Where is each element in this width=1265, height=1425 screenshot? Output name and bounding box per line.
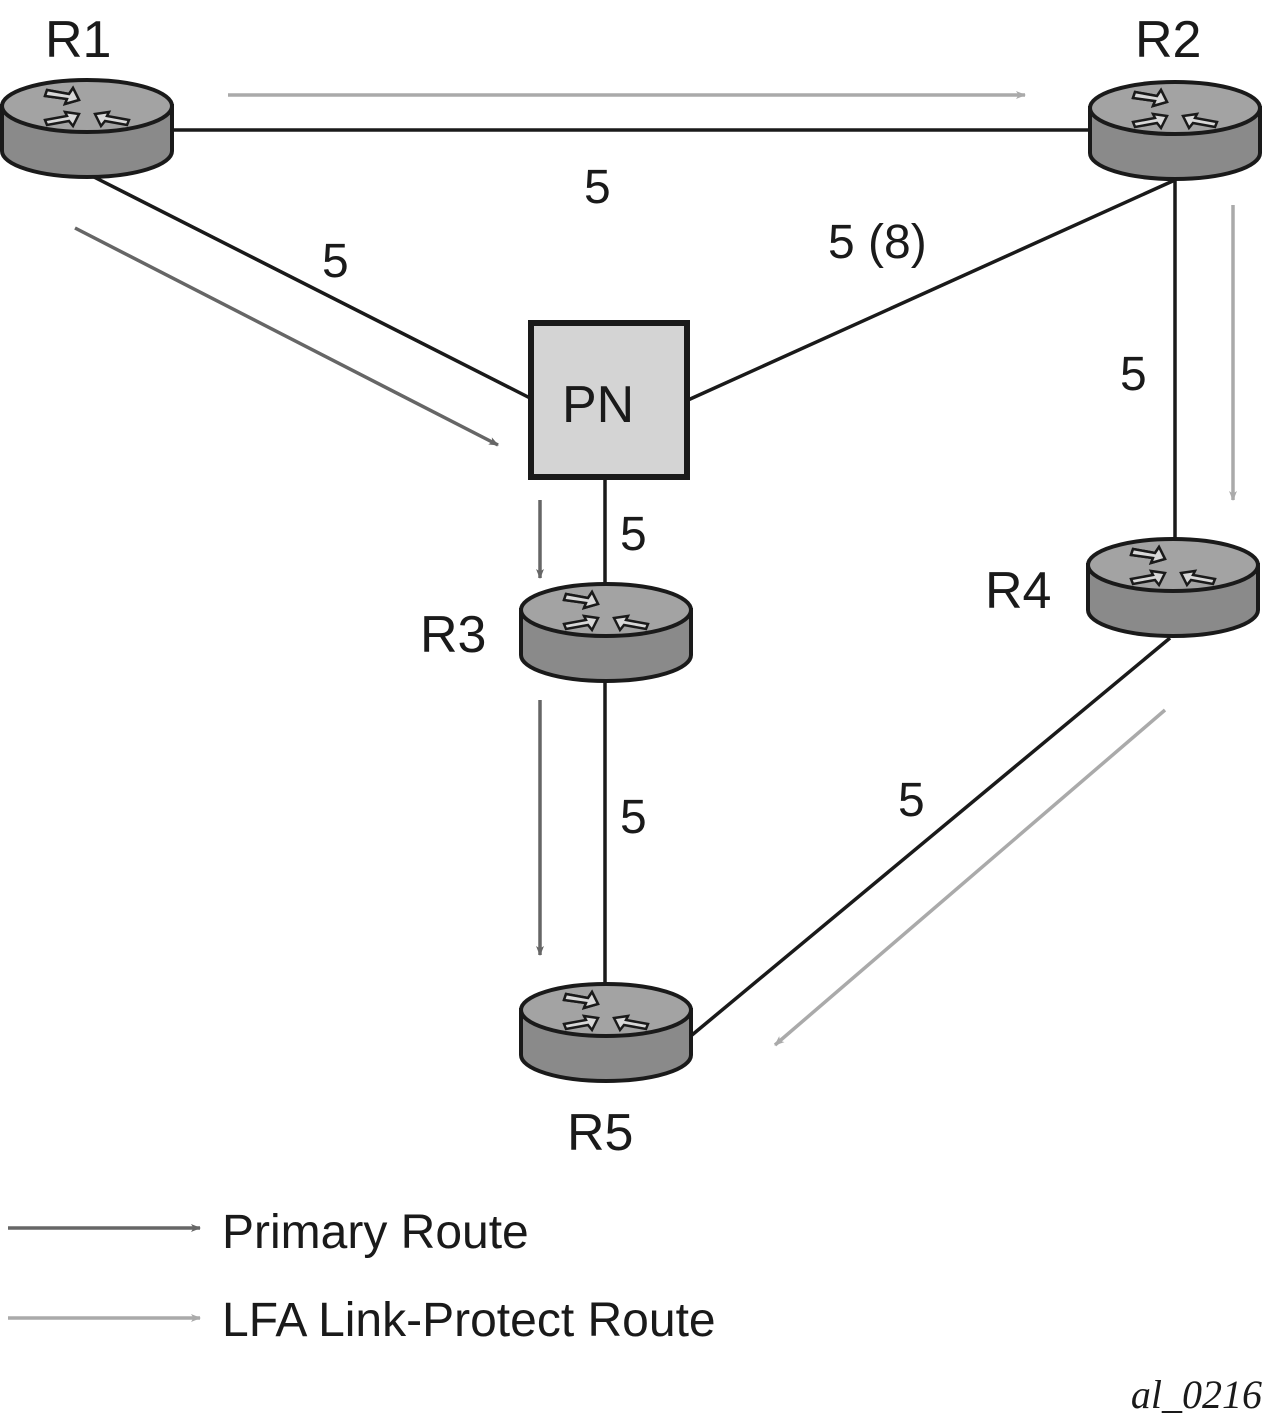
primary-route-arrow (74, 226, 499, 447)
cost-r1-pn: 5 (322, 235, 349, 288)
r1-label: R1 (45, 11, 111, 69)
router-icon-r5 (519, 982, 693, 1083)
legend: Primary Route LFA Link-Protect Route (8, 1206, 716, 1347)
router-icon-r4 (1086, 537, 1260, 638)
pn-node (528, 320, 690, 480)
r5-label: R5 (567, 1104, 633, 1162)
link-r2-pn (687, 178, 1176, 402)
lfa-route-arrow (773, 708, 1167, 1047)
router-icon-r1 (0, 78, 174, 179)
figure-id: al_0216 (1131, 1372, 1262, 1417)
r3-label: R3 (420, 606, 486, 664)
cost-r2-r4: 5 (1120, 348, 1147, 401)
r4-label: R4 (985, 562, 1051, 620)
cost-r1-r2: 5 (584, 161, 611, 214)
legend-lfa-label: LFA Link-Protect Route (222, 1294, 716, 1347)
cost-r3-r5: 5 (620, 791, 647, 844)
link-r4-r5 (690, 636, 1172, 1037)
cost-r4-r5: 5 (898, 774, 925, 827)
router-icon-r2 (1088, 80, 1262, 181)
pn-label: PN (562, 376, 634, 434)
cost-pn-r3: 5 (620, 508, 647, 561)
r2-label: R2 (1135, 11, 1201, 69)
cost-r2-pn: 5 (8) (828, 216, 927, 269)
legend-primary-label: Primary Route (222, 1206, 529, 1259)
links (89, 128, 1177, 1037)
link-r1-pn (89, 173, 531, 400)
router-icon-r3 (519, 582, 693, 683)
